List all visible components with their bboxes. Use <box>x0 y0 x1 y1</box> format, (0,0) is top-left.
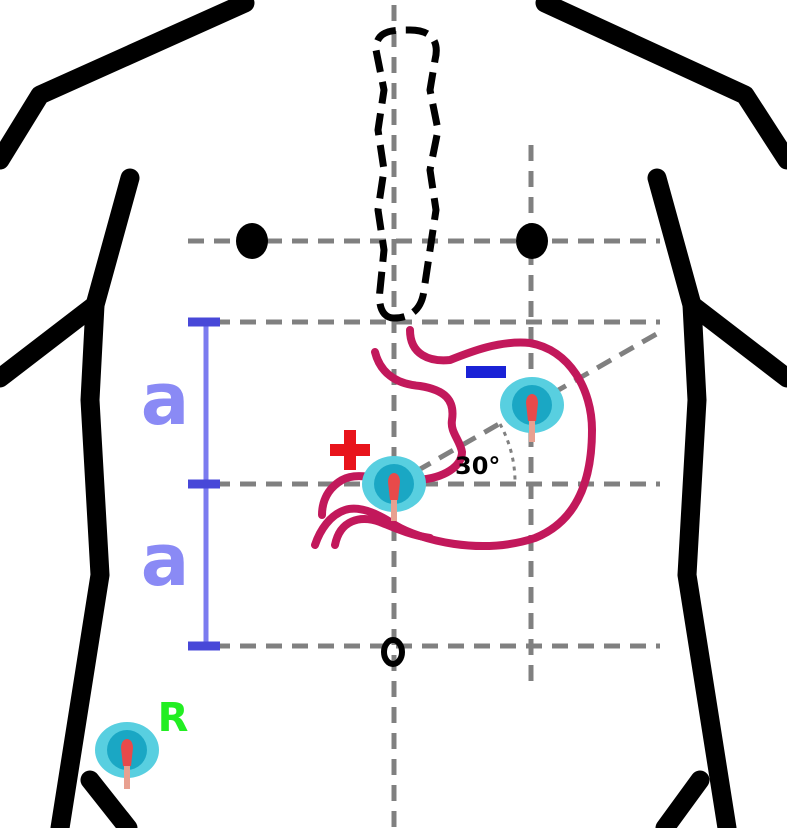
right-torso-line <box>647 168 737 828</box>
negative-symbol <box>466 366 506 378</box>
angle-label: 30° <box>455 452 500 480</box>
left-nipple <box>236 223 268 259</box>
stomach-outer-path <box>311 326 596 550</box>
electrode-lead-wire <box>529 416 535 442</box>
stomach-illustration <box>311 326 596 550</box>
right-nipple <box>516 223 548 259</box>
electrode-snap-icon <box>526 394 538 421</box>
positive-electrode <box>362 456 426 521</box>
electrode-lead-wire <box>124 761 130 789</box>
stomach-inner-path <box>318 348 466 519</box>
umbilicus <box>381 637 405 667</box>
positive-symbol <box>330 430 370 470</box>
right-arm-line <box>682 295 787 388</box>
negative-electrode <box>500 377 564 442</box>
reference-electrode-label: R <box>158 695 189 741</box>
segment-label-top: a <box>141 357 190 441</box>
reference-electrode <box>95 722 159 789</box>
left-arm-line <box>0 295 105 388</box>
electrode-lead-wire <box>391 495 397 521</box>
left-hip-line <box>80 770 138 828</box>
left-shoulder-line <box>0 0 255 170</box>
sternum-outline <box>372 26 442 322</box>
segment-label-bottom: a <box>141 518 190 602</box>
right-shoulder-line <box>535 0 787 170</box>
electrode-snap-icon <box>121 739 133 766</box>
electrode-snap-icon <box>388 473 400 500</box>
right-hip-line <box>655 770 710 828</box>
stomach-inner-lower <box>331 515 434 549</box>
measurement-bar <box>188 317 220 651</box>
angle-arc <box>498 423 517 485</box>
left-torso-line <box>50 168 140 828</box>
